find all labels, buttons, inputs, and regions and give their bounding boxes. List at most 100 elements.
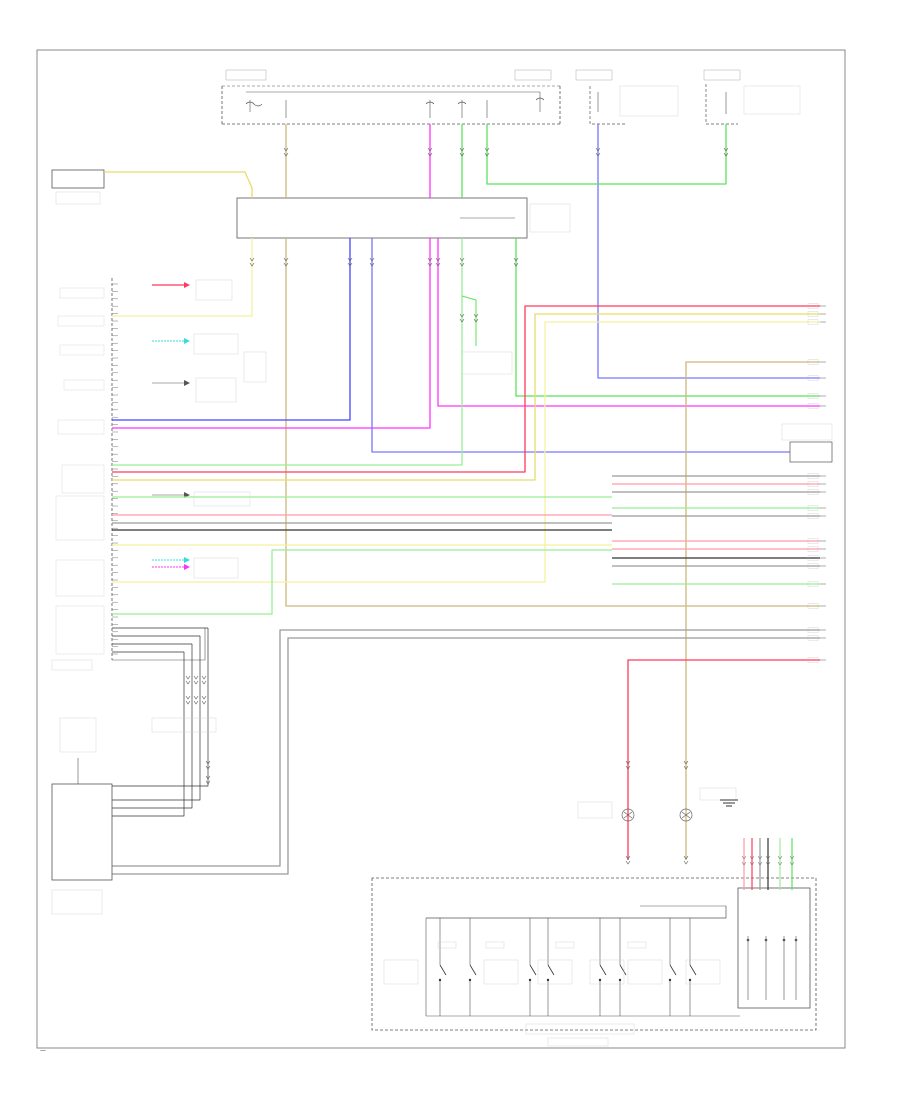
splice-dot-icon — [794, 938, 798, 942]
switch-contact-group — [383, 918, 798, 1016]
wire-tan — [285, 238, 820, 607]
connector-chevron-icon — [249, 257, 255, 267]
wire-code-box — [807, 481, 819, 487]
splice-dot-icon — [688, 978, 692, 982]
relay-box-right — [703, 69, 801, 125]
wire-black — [112, 628, 209, 787]
connector-chevron-icon — [625, 760, 631, 770]
bulb-icon — [621, 808, 693, 822]
splice-dot-icon — [782, 938, 786, 942]
connector-chevron-icon — [435, 257, 441, 267]
connector-chevron-icon — [347, 257, 353, 267]
switch-block-wires — [741, 838, 795, 890]
connector-chevron-icon — [789, 855, 795, 866]
switch-label-block — [483, 959, 519, 985]
switch-label-block — [589, 959, 625, 985]
wire-violet — [597, 124, 820, 379]
wire-code-box — [807, 627, 819, 633]
wire-code-box — [807, 538, 819, 544]
splice-dot-icon — [618, 978, 622, 982]
wire-violet — [371, 238, 790, 453]
wire-code-box — [807, 489, 819, 495]
connector-chevron-icon — [369, 257, 375, 267]
splice-dot-icon — [468, 978, 472, 982]
wire-red — [112, 305, 820, 473]
wire-code-box — [807, 393, 819, 399]
connector-chevron-icon — [205, 760, 211, 770]
connector-chevron-icon — [283, 257, 289, 267]
wire-code-box — [807, 311, 819, 317]
wire-green — [461, 295, 477, 346]
lower-left-module — [51, 717, 217, 915]
splice-dot-icon — [746, 938, 750, 942]
relay-box-center — [589, 85, 679, 125]
connector-chevron-icon — [201, 675, 207, 685]
connector-chevron-icon — [683, 760, 689, 770]
switch-name-block — [555, 941, 575, 949]
wire-code-box — [807, 319, 819, 325]
callout-labels — [193, 279, 513, 579]
wire-black — [112, 643, 193, 809]
wire-lightgreen — [112, 549, 612, 615]
connector-chevron-icon — [283, 147, 289, 157]
wire-code-box — [807, 546, 819, 552]
splice-dot-icon — [668, 978, 672, 982]
wire-code-box — [807, 303, 819, 309]
wire-code-box — [807, 635, 819, 641]
wire-code-box — [807, 513, 819, 519]
connector-chevron-icon — [185, 695, 191, 705]
switch-contact-icon — [469, 964, 477, 976]
wire-yellow — [112, 313, 820, 481]
wire-magenta — [437, 238, 820, 407]
wire-code-box — [807, 563, 819, 569]
bulb-labels — [577, 787, 737, 819]
right-module — [781, 423, 833, 463]
connector-chevron-icon — [757, 855, 763, 866]
wire-code-box — [807, 359, 819, 365]
wire-tan — [685, 361, 820, 860]
wire-black — [112, 651, 185, 817]
connector-chevron-icon — [741, 855, 747, 866]
wire-code-box — [807, 505, 819, 511]
wire-red — [627, 659, 820, 860]
connector-chevron-icon — [683, 855, 689, 865]
wire-code-box — [807, 603, 819, 609]
splice-dot-icon — [598, 978, 602, 982]
wire-lightyellow — [112, 321, 820, 583]
splice-dot-icon — [546, 978, 550, 982]
switch-contact-icon — [669, 964, 677, 976]
switch-label-block — [537, 959, 573, 985]
wire-lightyellow — [112, 238, 253, 317]
connector-chevron-icon — [777, 855, 783, 866]
switch-contact-icon — [547, 964, 555, 976]
wire-code-box — [807, 403, 819, 409]
connector-chevron-icon — [723, 147, 729, 157]
connector-chevron-icon — [185, 675, 191, 685]
wire-lightgreen — [112, 238, 463, 466]
wires — [104, 124, 820, 875]
connector-chevron-icon — [749, 855, 755, 866]
splice-dot-icon — [438, 978, 442, 982]
switch-label-block — [685, 959, 721, 985]
connector-chevron-icon — [459, 147, 465, 157]
connector-chevron-icon — [193, 695, 199, 705]
wire-gray — [112, 637, 820, 875]
wire-green — [486, 124, 727, 185]
wire-code-box — [807, 555, 819, 561]
splice-dot-icon — [528, 978, 532, 982]
switch-contact-icon — [529, 964, 537, 976]
ground-icon — [720, 799, 738, 807]
pin-label-blocks — [55, 287, 105, 655]
callout-arrows — [152, 282, 190, 570]
connector-pin-lines — [112, 283, 118, 655]
connector-chevron-icon — [625, 855, 631, 865]
connector-chevron-icon — [193, 675, 199, 685]
splice-dot-icon — [764, 938, 768, 942]
junction-box — [236, 197, 571, 239]
wire-magenta — [112, 238, 431, 429]
connector-chevron-icon — [484, 147, 490, 157]
switch-name-block — [627, 941, 647, 949]
connector-chevron-icon — [595, 147, 601, 157]
wire-yellow — [104, 171, 253, 198]
connector-chevron-icon — [459, 313, 465, 323]
